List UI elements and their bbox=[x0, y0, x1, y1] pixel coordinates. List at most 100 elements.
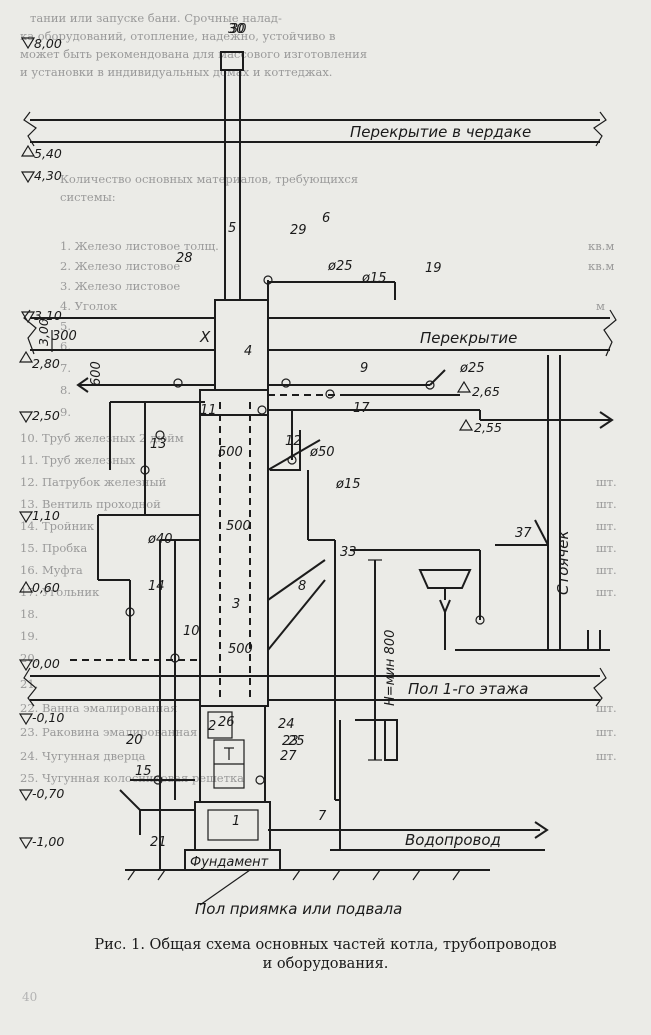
bleed-unit: шт. bbox=[596, 701, 617, 715]
caption-line: Рис. 1. Общая схема основных частей котл… bbox=[94, 937, 557, 953]
bleed-list-line: 10. Труб железных 2 дюйм bbox=[20, 431, 184, 445]
attic-slab bbox=[23, 111, 607, 147]
dimension: 600 bbox=[89, 361, 104, 386]
level-marks bbox=[18, 37, 474, 850]
pipe-diameter: ø15 bbox=[335, 477, 361, 492]
bleed-list-line: 17. Угольник bbox=[20, 585, 100, 599]
bleed-unit: шт. bbox=[596, 519, 617, 533]
bleed-list-line: 6. bbox=[60, 339, 71, 353]
bleed-list-line: 14. Тройник bbox=[20, 519, 95, 533]
level-mark: 0,00 bbox=[32, 656, 60, 671]
bleed-unit: шт. bbox=[596, 725, 617, 739]
level-mark: 5,40 bbox=[34, 146, 62, 161]
part-number: 30 bbox=[228, 22, 245, 37]
bleed-list-line: 24. Чугунная дверца bbox=[20, 749, 146, 763]
part-number: 6 bbox=[322, 211, 330, 226]
bleed-unit: шт. bbox=[596, 541, 617, 555]
bleed-unit: кв.м bbox=[588, 239, 614, 253]
bleed-list-line: 3. Железо листовое bbox=[60, 279, 180, 293]
bleed-top-line: может быть рекомендована для массового и… bbox=[20, 47, 367, 61]
bleed-list-line: 9. bbox=[60, 405, 71, 419]
bleed-list-line: 8. bbox=[60, 383, 71, 397]
part-number: 24 bbox=[278, 717, 295, 732]
bleed-unit: шт. bbox=[596, 497, 617, 511]
bleed-list-line: Количество основных материалов, требующи… bbox=[60, 172, 358, 186]
part-number: 9 bbox=[360, 361, 368, 376]
chimney bbox=[216, 51, 251, 301]
floor-slab bbox=[23, 309, 617, 357]
inner-flue bbox=[219, 402, 251, 700]
level-mark: 0,60 bbox=[32, 580, 60, 595]
part-number: 4 bbox=[244, 344, 252, 359]
label-attic-floor: Перекрытие в чердаке bbox=[350, 123, 531, 141]
part-number: 13 bbox=[150, 437, 167, 452]
part-number: 28 bbox=[176, 251, 193, 266]
part-number: 27 bbox=[280, 749, 297, 764]
boiler-body bbox=[184, 299, 281, 871]
part-number: 29 bbox=[290, 223, 307, 238]
bleed-list-line: 1. Железо листовое толщ. bbox=[60, 239, 219, 253]
level-mark: -0,70 bbox=[32, 786, 64, 801]
part-number: 33 bbox=[340, 545, 357, 560]
bleed-list-line: 7. bbox=[60, 361, 71, 375]
pipe-diameter: ø15 bbox=[361, 271, 387, 286]
label-water-supply: Водопровод bbox=[405, 831, 501, 849]
part-number: 5 bbox=[228, 221, 236, 236]
part-number: 25 bbox=[288, 734, 305, 749]
bleed-list-line: 13. Вентиль проходной bbox=[20, 497, 161, 511]
part-number: 19 bbox=[425, 261, 442, 276]
pipe-diameter: ø25 bbox=[459, 361, 485, 376]
part-number: 10 bbox=[183, 624, 200, 639]
bleed-list-line: 19. bbox=[20, 629, 38, 643]
part-number: 11 bbox=[200, 403, 217, 418]
label-foundation: Фундамент bbox=[190, 855, 269, 870]
level-mark: 3,10 bbox=[34, 308, 62, 323]
bleed-list-line: 4. Уголок bbox=[60, 299, 118, 313]
part-number: 15 bbox=[135, 764, 152, 779]
bleed-list-line: 21. bbox=[20, 677, 38, 691]
level-mark: 2,50 bbox=[32, 408, 60, 423]
level-mark: -0,10 bbox=[32, 710, 64, 725]
part-number: 30 bbox=[230, 22, 247, 37]
first-floor-slab bbox=[23, 667, 607, 707]
page-number: 40 bbox=[22, 990, 38, 1004]
part-number: 2 bbox=[208, 719, 216, 734]
label-pit-floor: Пол приямка или подвала bbox=[195, 900, 402, 918]
part-number: 12 bbox=[285, 434, 302, 449]
label-riser: Стоячек bbox=[554, 530, 572, 595]
part-number: 23 bbox=[282, 734, 299, 749]
part-number: 14 bbox=[148, 579, 165, 594]
dimension: 500 bbox=[226, 519, 251, 534]
pipe-diameter: ø50 bbox=[309, 445, 335, 460]
part-number: 21 bbox=[150, 835, 167, 850]
bleed-list-line: 16. Муфта bbox=[20, 563, 83, 577]
part-number: 37 bbox=[515, 526, 532, 541]
figure-caption: Рис. 1. Общая схема основных частей котл… bbox=[40, 936, 611, 974]
level-mark: 2,80 bbox=[32, 356, 60, 371]
bleed-top-line: и установки в индивидуальных домах и кот… bbox=[20, 65, 332, 79]
pipelines bbox=[70, 275, 614, 870]
part-number: 3 bbox=[232, 597, 240, 612]
bleed-top-line: ка оборудований, отопление, надежно, уст… bbox=[20, 29, 336, 43]
bleed-list-line: 20. bbox=[20, 651, 38, 665]
dimension: 300 bbox=[52, 329, 77, 344]
part-number: 20 bbox=[126, 733, 143, 748]
dimension: 500 bbox=[228, 642, 253, 657]
label-x-mark: X bbox=[199, 328, 211, 346]
dimension: 500 bbox=[218, 445, 243, 460]
bleed-list-line: 2. Железо листовое bbox=[60, 259, 180, 273]
level-mark: -1,00 bbox=[32, 834, 64, 849]
bleed-unit: кв.м bbox=[588, 259, 614, 273]
level-mark: 3,00 bbox=[36, 318, 51, 346]
part-number: 17 bbox=[353, 401, 370, 416]
part-number: 7 bbox=[318, 809, 327, 824]
caption-line: и оборудования. bbox=[262, 956, 389, 972]
bleed-list-line: 11. Труб железных bbox=[20, 453, 136, 467]
bleed-list-line: 25. Чугунная колосниковая решетка bbox=[20, 771, 244, 785]
level-mark: 8,00 bbox=[34, 36, 62, 51]
bleed-unit: шт. bbox=[596, 563, 617, 577]
label-h-min: Н=мин 800 bbox=[383, 630, 398, 706]
bleed-unit: шт. bbox=[596, 585, 617, 599]
